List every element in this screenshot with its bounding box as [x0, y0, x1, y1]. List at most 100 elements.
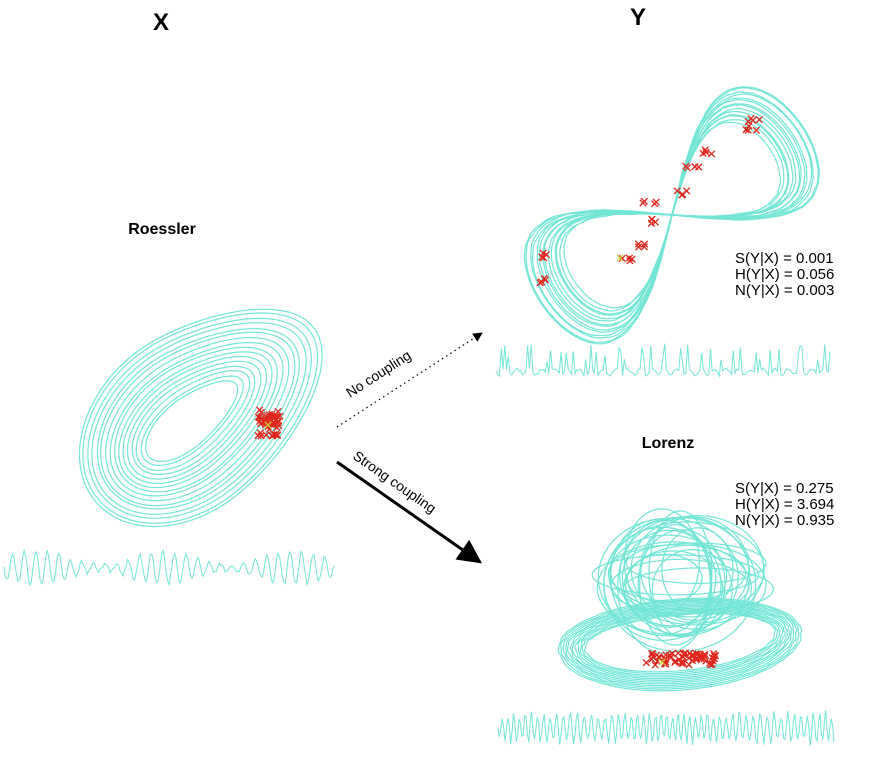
neighbor-mark	[625, 254, 634, 262]
reference-mark	[658, 658, 666, 666]
neighbor-mark	[671, 658, 679, 667]
uncoupled-neighbor-marks	[536, 114, 763, 287]
uncoupled-y-time-series	[495, 343, 831, 378]
neighbor-mark	[652, 198, 660, 206]
lorenz-loop	[661, 527, 734, 613]
roessler-loop	[122, 355, 267, 484]
reference-mark	[616, 254, 624, 262]
lorenz-loop	[583, 613, 776, 673]
neighbor-mark	[640, 243, 648, 251]
lorenz-loop	[562, 600, 798, 688]
neighbor-mark	[678, 659, 686, 668]
lorenz-loop	[617, 519, 713, 654]
neighbor-mark	[254, 431, 262, 440]
neighbor-mark	[679, 653, 687, 661]
roessler-loop	[78, 308, 323, 528]
neighbor-mark	[538, 253, 546, 261]
coupled-y-time-series	[497, 710, 835, 746]
neighbor-mark	[256, 406, 264, 414]
strong-coupling-measures: S(Y|X) = 0.275 H(Y|X) = 3.694 N(Y|X) = 0…	[735, 480, 834, 529]
neighbor-mark	[276, 412, 284, 420]
neighbor-mark	[702, 657, 710, 665]
neighbor-mark	[256, 420, 265, 428]
lorenz-loop	[625, 542, 767, 584]
lorenz-loop	[557, 597, 803, 692]
lorenz-loop	[591, 554, 760, 596]
no-coupling-n: N(Y|X) = 0.003	[735, 282, 834, 299]
roessler-label: Roessler	[128, 221, 196, 238]
neighbor-mark	[744, 126, 752, 134]
neighbor-mark	[264, 422, 272, 431]
strong-coupling-arrow	[336, 460, 482, 564]
roessler-loop	[87, 317, 312, 519]
no-coupling-s: S(Y|X) = 0.001	[735, 250, 834, 267]
neighbor-mark	[696, 652, 704, 661]
reference-mark	[264, 421, 272, 429]
lorenz-loop	[651, 548, 733, 630]
neighbor-mark	[254, 413, 262, 421]
neighbor-mark	[711, 651, 720, 660]
lorenz-loop	[603, 516, 757, 653]
neighbor-mark	[675, 655, 683, 664]
neighbor-mark	[268, 432, 276, 440]
strong-coupling-h: H(Y|X) = 3.694	[735, 496, 834, 513]
neighbor-mark	[649, 652, 657, 660]
lorenz-loop	[622, 567, 774, 611]
neighbor-mark	[273, 412, 282, 421]
roessler-loop	[126, 360, 262, 480]
strong-coupling-n: N(Y|X) = 0.935	[735, 512, 834, 529]
neighbor-mark	[651, 661, 659, 669]
lorenz-attractor	[557, 508, 803, 692]
roessler-loop	[131, 365, 256, 475]
neighbor-mark	[642, 659, 650, 667]
neighbor-mark	[653, 651, 661, 659]
roessler-neighbor-marks	[254, 406, 284, 440]
neighbor-mark	[695, 163, 703, 171]
lorenz-loop	[560, 599, 800, 690]
roessler-attractor	[78, 308, 323, 528]
x-time-series	[3, 548, 335, 588]
neighbor-mark	[639, 199, 647, 207]
neighbor-mark	[634, 240, 643, 248]
lorenz-loop	[648, 510, 713, 637]
neighbor-mark	[752, 126, 760, 134]
neighbor-mark	[701, 650, 709, 658]
roessler-loop	[91, 322, 307, 515]
neighbor-mark	[707, 150, 716, 158]
lorenz-loop	[596, 541, 752, 635]
no-coupling-arrow	[336, 332, 483, 428]
neighbor-mark	[755, 115, 763, 124]
neighbor-mark	[539, 249, 547, 257]
no-coupling-label: No coupling	[343, 347, 414, 401]
lorenz-loop	[581, 611, 779, 675]
neighbor-mark	[618, 254, 626, 263]
lorenz-loop	[577, 608, 784, 678]
roessler-loop	[118, 351, 273, 489]
neighbor-mark	[702, 148, 710, 156]
uncoupled-attractor	[523, 86, 820, 345]
lorenz-loop	[625, 544, 767, 626]
uncoupled-loop	[523, 86, 820, 345]
header-x: X	[153, 9, 169, 36]
neighbor-mark	[701, 146, 709, 154]
no-coupling-h: H(Y|X) = 0.056	[735, 266, 834, 283]
neighbor-mark	[648, 215, 656, 223]
no-coupling-measures: S(Y|X) = 0.001 H(Y|X) = 0.056 N(Y|X) = 0…	[735, 250, 834, 299]
roessler-loop	[140, 375, 244, 466]
neighbor-mark	[256, 417, 264, 426]
roessler-loop	[145, 380, 239, 462]
neighbor-mark	[270, 420, 278, 428]
lorenz-loop	[609, 521, 765, 618]
neighbor-mark	[685, 649, 694, 657]
lorenz-loop	[565, 601, 795, 687]
lorenz-loop	[637, 529, 726, 638]
neighbor-mark	[749, 116, 757, 124]
lorenz-loop	[574, 607, 786, 680]
roessler-loop	[135, 370, 251, 471]
neighbor-mark	[273, 424, 281, 432]
neighbor-mark	[649, 649, 657, 658]
lorenz-loop	[580, 610, 781, 676]
neighbor-mark	[640, 240, 649, 248]
neighbor-mark	[674, 649, 682, 657]
